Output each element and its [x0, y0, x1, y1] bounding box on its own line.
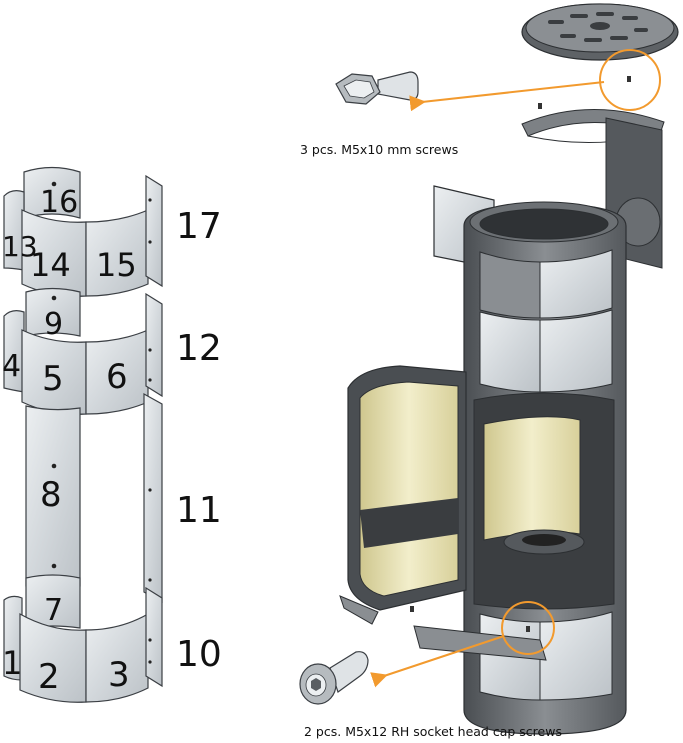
panel-assembly — [3, 166, 163, 703]
label-2: 2 — [38, 657, 60, 697]
label-8: 8 — [40, 475, 62, 515]
label-10: 10 — [176, 634, 222, 675]
label-9: 9 — [44, 307, 63, 342]
panel-number-labels: 16 13 14 15 17 9 4 5 6 12 8 11 7 1 2 3 1… — [2, 185, 222, 697]
panel-17 — [145, 174, 163, 288]
top-screw-highlight — [599, 49, 661, 111]
open-door — [339, 365, 467, 625]
panel-3 — [85, 612, 149, 703]
label-4: 4 — [2, 349, 21, 384]
bottom-screw-highlight — [501, 601, 555, 655]
stove-body — [463, 201, 627, 735]
bottom-screws-caption: 2 pcs. M5x12 RH socket head cap screws — [304, 724, 562, 739]
panel-11 — [143, 392, 163, 604]
label-6: 6 — [106, 357, 128, 397]
panel-15 — [85, 209, 149, 297]
socket-screw-icon — [299, 651, 369, 705]
top-screws-caption: 3 pcs. M5x10 mm screws — [300, 142, 459, 157]
label-3: 3 — [108, 655, 130, 695]
label-15: 15 — [96, 246, 137, 284]
panel-10 — [145, 586, 163, 688]
hex-screw-icon — [335, 71, 419, 105]
mounting-holes — [51, 181, 152, 664]
label-5: 5 — [42, 359, 64, 399]
label-17: 17 — [176, 206, 222, 247]
top-lid — [521, 3, 679, 61]
label-1: 1 — [2, 644, 22, 682]
panel-12 — [145, 292, 163, 398]
label-14: 14 — [30, 246, 71, 284]
label-12: 12 — [176, 328, 222, 369]
top-screw-arrow — [409, 81, 605, 112]
label-16: 16 — [40, 185, 78, 220]
label-7: 7 — [44, 593, 63, 628]
label-13: 13 — [2, 230, 38, 263]
panel-9 — [25, 287, 81, 337]
bottom-screw-arrow — [370, 635, 505, 688]
label-11: 11 — [176, 490, 222, 531]
